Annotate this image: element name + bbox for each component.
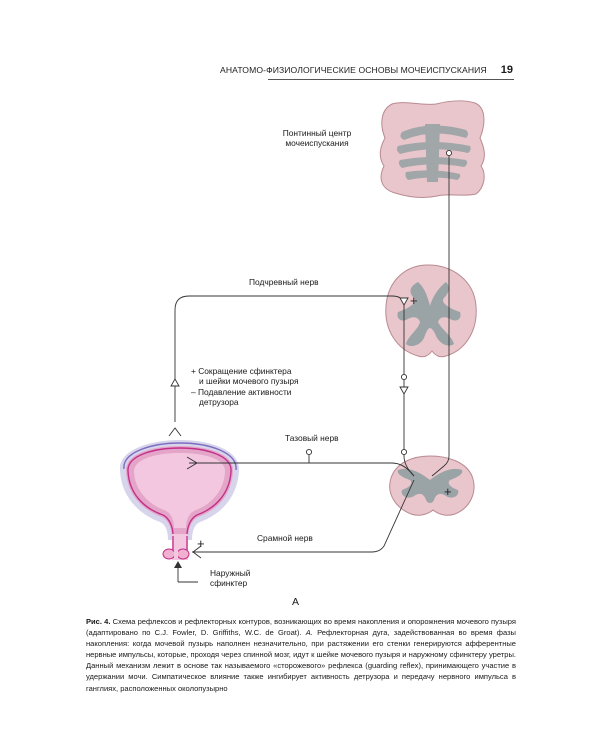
bladder bbox=[119, 440, 240, 560]
pontine-to-sacral-line bbox=[431, 156, 450, 477]
sacral-synapse bbox=[400, 448, 408, 456]
bladder-wall-stroke bbox=[127, 447, 232, 537]
pontine-synapse bbox=[445, 149, 453, 157]
caption-panel-ref: А. bbox=[305, 628, 313, 638]
header-rule bbox=[268, 79, 514, 80]
sacral-section bbox=[389, 455, 475, 516]
pathway-markers bbox=[170, 297, 409, 568]
external-sphincter bbox=[162, 548, 190, 560]
label-effect-1: + Сокращение сфинктера bbox=[191, 366, 292, 376]
label-pontine-center-line-2: мочеиспускания bbox=[285, 138, 349, 149]
running-header: АНАТОМО-ФИЗИОЛОГИЧЕСКИЕ ОСНОВЫ МОЧЕИСПУС… bbox=[220, 62, 513, 78]
sphincter-arrowhead bbox=[174, 561, 182, 568]
thoracolumbar-plus-sign: + bbox=[410, 293, 418, 308]
label-pudendal-nerve: Срамной нерв bbox=[257, 533, 313, 543]
label-effect-2: и шейки мочевого пузыря bbox=[199, 376, 299, 387]
sacral-plus-sign: + bbox=[444, 484, 452, 499]
label-pontine-center-line-1: Понтинный центр bbox=[282, 128, 352, 138]
label-external-sphincter: Наружный сфинктер bbox=[210, 568, 250, 589]
pelvic-nerve-line bbox=[189, 462, 415, 477]
caption-fig-label: Рис. 4. bbox=[86, 617, 111, 626]
bladder-inner bbox=[134, 453, 226, 528]
pudendal-nerve-line bbox=[192, 479, 415, 553]
label-hypogastric-nerve: Подчревный нерв bbox=[249, 277, 319, 287]
hypogastric-arrowhead bbox=[170, 378, 180, 387]
pudendal-plus-sign: + bbox=[197, 536, 205, 551]
pontine-gray-matter bbox=[396, 124, 471, 182]
label-effect-3: – Подавление активности bbox=[191, 386, 292, 397]
figure-caption: Рис. 4. Схема рефлексов и рефлекторных к… bbox=[86, 616, 516, 694]
label-pontine-center: Понтинный центр мочеиспускания bbox=[270, 128, 364, 149]
running-title: АНАТОМО-ФИЗИОЛОГИЧЕСКИЕ ОСНОВЫ МОЧЕИСПУС… bbox=[220, 65, 487, 75]
pudendal-efferent-chevron bbox=[192, 545, 202, 559]
thoracolumbar-synapse bbox=[400, 373, 408, 381]
label-external-sphincter-line-2: сфинктер bbox=[210, 578, 248, 589]
bladder-efferent-chevron bbox=[168, 427, 182, 437]
thoracolumbar-gray-matter bbox=[397, 282, 461, 346]
thoracolumbar-arrowhead bbox=[399, 297, 409, 306]
pelvic-nerve-synapse bbox=[305, 448, 313, 456]
caption-text-2: Рефлекторная дуга, задействованная во вр… bbox=[86, 628, 516, 693]
pelvic-afferent-chevron bbox=[186, 456, 198, 470]
bladder-outer-contour bbox=[123, 442, 237, 471]
caption-paragraph: Рис. 4. Схема рефлексов и рефлекторных к… bbox=[86, 616, 516, 694]
caption-text-1: Схема рефлексов и рефлекторных контуров,… bbox=[86, 617, 516, 638]
label-effects: + Сокращение сфинктера и шейки мочевого … bbox=[191, 366, 299, 408]
label-pelvic-nerve: Тазовый нерв bbox=[285, 433, 339, 443]
thoracolumbar-section bbox=[385, 264, 477, 358]
panel-letter: А bbox=[292, 596, 300, 608]
label-external-sphincter-line-1: Наружный bbox=[210, 568, 251, 578]
descending-arrowhead bbox=[399, 386, 409, 395]
label-effect-4: детрузора bbox=[199, 397, 239, 408]
page-number: 19 bbox=[500, 64, 513, 76]
nerve-pathways bbox=[168, 156, 450, 583]
pontine-section bbox=[379, 100, 485, 198]
sacral-gray-matter bbox=[397, 468, 463, 503]
